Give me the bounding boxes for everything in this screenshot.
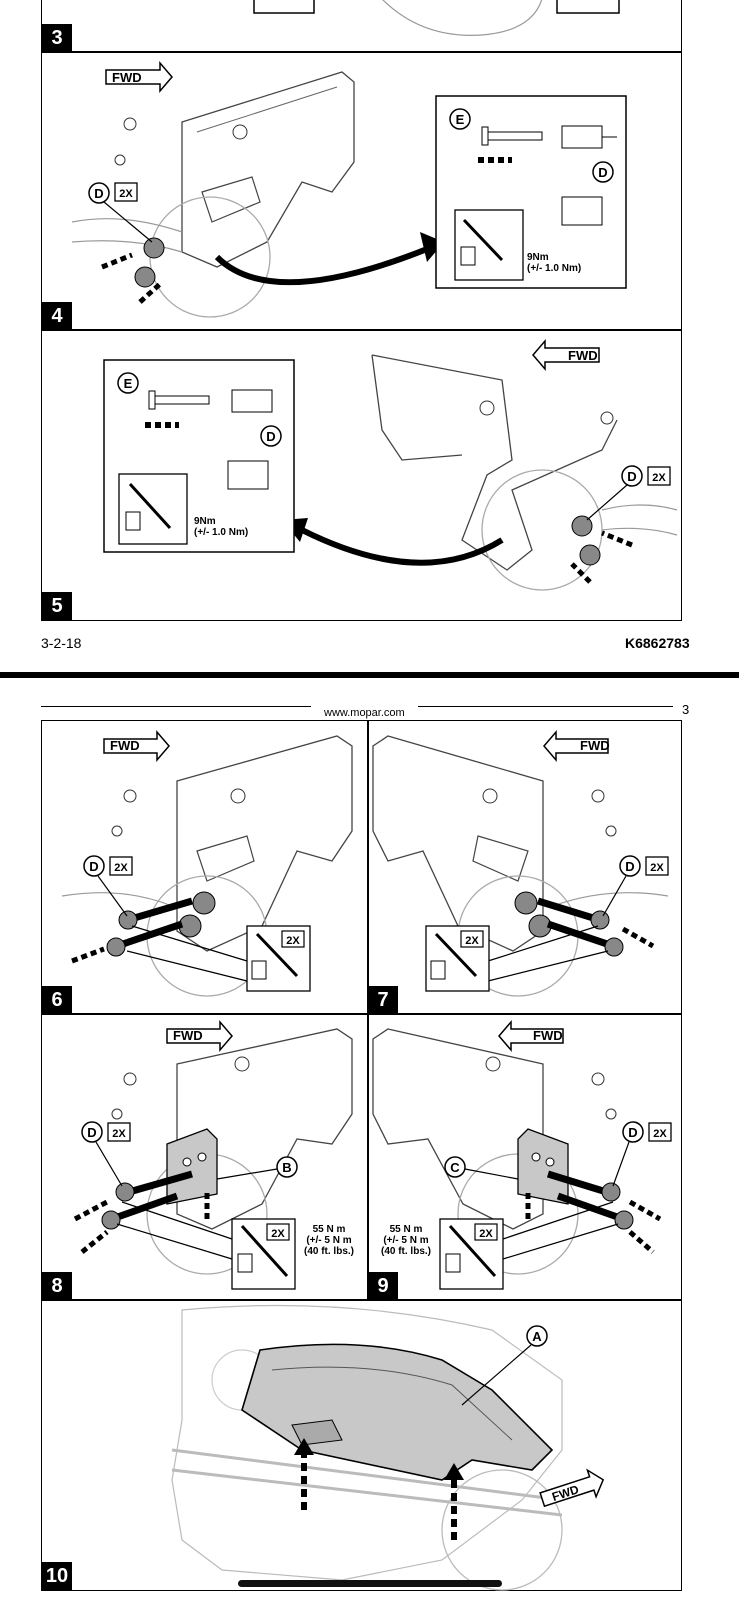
page-number: 3 [682, 702, 690, 717]
qty-label: 2X [112, 1128, 126, 1140]
fwd-label: FWD [110, 738, 140, 753]
home-indicator[interactable] [238, 1580, 502, 1587]
callout-d: D [627, 469, 636, 484]
fwd-label: FWD [568, 348, 598, 363]
step-4-illustration: D 2X E D 9Nm (+/- 1.0 Nm) [71, 60, 627, 318]
fwd-label: FWD [533, 1028, 563, 1043]
callout-d: D [94, 186, 103, 201]
step-9-panel: D 2X C 2X 55 N m (+/- 5 N m (40 ft. lbs.… [367, 1013, 682, 1301]
callout-a: A [532, 1329, 542, 1344]
step-number: 4 [42, 302, 72, 330]
qty-label: 2X [271, 1228, 285, 1240]
qty-label: 2X [114, 862, 128, 874]
step-8-illustration: D 2X B 2X 55 N m (+/- 5 N m (40 ft. lbs.… [73, 1019, 354, 1290]
fwd-label: FWD [173, 1028, 203, 1043]
step-number: 3 [42, 24, 72, 52]
torque-label-2: (+/- 1.0 Nm) [194, 527, 248, 538]
callout-c: C [450, 1160, 460, 1175]
step-7-panel: D 2X 2X 7 [367, 720, 682, 1015]
step-number: 9 [368, 1272, 398, 1300]
torque-line-2: (+/- 5 N m [383, 1235, 428, 1246]
torque-line-3: (40 ft. lbs.) [381, 1246, 431, 1257]
callout-d: D [625, 859, 634, 874]
callout-d: D [89, 859, 98, 874]
header-url: www.mopar.com [324, 707, 405, 719]
step-5-panel: D 2X E D 9Nm (+/- 1.0 Nm) 5 [41, 329, 682, 621]
step-3-panel: 3 [41, 0, 682, 53]
step-4-panel: D 2X E D 9Nm (+/- 1.0 Nm) 4 [41, 51, 682, 331]
qty-label: 2X [652, 472, 666, 484]
step-9-illustration: D 2X C 2X 55 N m (+/- 5 N m (40 ft. lbs.… [372, 1019, 672, 1290]
step-7-illustration: D 2X 2X [372, 729, 669, 997]
step-number: 5 [42, 592, 72, 620]
qty-label: 2X [119, 188, 133, 200]
callout-d-inset: D [266, 429, 275, 444]
torque-line-2: (+/- 5 N m [306, 1235, 351, 1246]
page-divider [0, 672, 739, 678]
callout-e: E [124, 376, 133, 391]
step-number: 8 [42, 1272, 72, 1300]
step-number: 7 [368, 986, 398, 1014]
step-10-panel: A FWD 10 [41, 1299, 682, 1591]
torque-label-1: 9Nm [527, 252, 549, 263]
footer-part-number: K6862783 [625, 635, 690, 651]
torque-label-1: 9Nm [194, 516, 216, 527]
torque-line-1: 55 N m [390, 1224, 423, 1235]
footer-date: 3-2-18 [41, 635, 82, 651]
step-3-illustration [253, 0, 620, 36]
qty-label: 2X [653, 1128, 667, 1140]
step-8-panel: D 2X B 2X 55 N m (+/- 5 N m (40 ft. lbs.… [41, 1013, 369, 1301]
step-6-panel: D 2X 2X 6 [41, 720, 369, 1015]
header-rule [418, 706, 673, 707]
step-10-illustration: A FWD [171, 1304, 605, 1591]
qty-label: 2X [286, 935, 300, 947]
torque-line-3: (40 ft. lbs.) [304, 1246, 354, 1257]
callout-d-inset: D [598, 165, 607, 180]
step-number: 10 [42, 1562, 72, 1590]
header-rule [41, 706, 311, 707]
qty-label: 2X [650, 862, 664, 874]
fwd-label: FWD [112, 70, 142, 85]
callout-b: B [282, 1160, 291, 1175]
torque-line-1: 55 N m [313, 1224, 346, 1235]
step-5-illustration: D 2X E D 9Nm (+/- 1.0 Nm) [103, 338, 678, 591]
fwd-label: FWD [550, 1482, 581, 1504]
step-number: 6 [42, 986, 72, 1014]
callout-e: E [456, 112, 465, 127]
callout-d: D [87, 1125, 96, 1140]
torque-label-2: (+/- 1.0 Nm) [527, 263, 581, 274]
callout-d: D [628, 1125, 637, 1140]
qty-label: 2X [465, 935, 479, 947]
fwd-label: FWD [580, 738, 610, 753]
qty-label: 2X [479, 1228, 493, 1240]
step-6-illustration: D 2X 2X [61, 729, 353, 997]
